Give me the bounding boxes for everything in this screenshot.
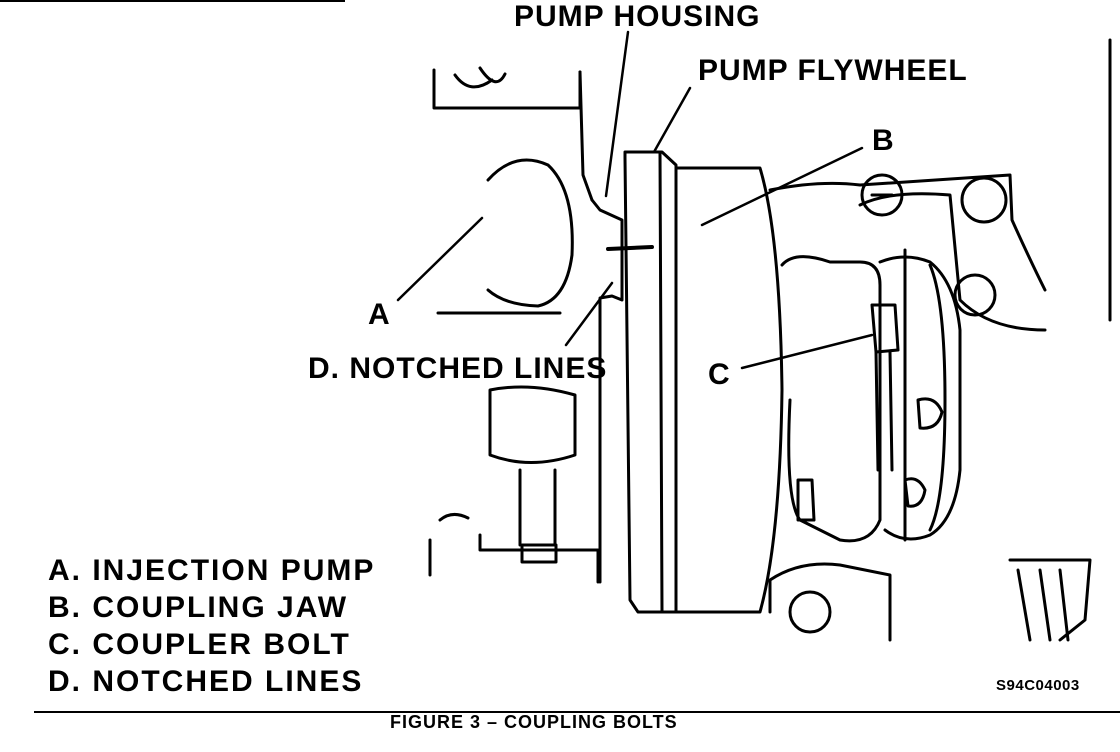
- leader-pump-flywheel: [652, 86, 692, 154]
- lower-block: [768, 558, 1092, 642]
- lower-block-hatch: [1016, 568, 1070, 642]
- flywheel-outer: [623, 150, 678, 614]
- bracket-bolt-1: [860, 173, 904, 217]
- injection-pump-lower: [488, 385, 577, 464]
- coupler-bolt-head: [870, 303, 900, 354]
- upper-housing-curl: [453, 66, 507, 89]
- top-rule: [0, 0, 345, 2]
- leader-d: [564, 281, 614, 347]
- pump-housing-flange: [590, 198, 624, 584]
- leader-b: [700, 146, 864, 227]
- engine-bracket: [768, 173, 1047, 332]
- label-c: C: [708, 358, 731, 391]
- label-pump-flywheel: PUMP FLYWHEEL: [698, 54, 968, 87]
- coupler-bolt-shank: [874, 350, 894, 472]
- coupling-jaw: [878, 255, 962, 541]
- figure-caption: FIGURE 3 – COUPLING BOLTS: [390, 712, 678, 732]
- injection-pump-neck: [518, 468, 557, 547]
- lower-block-bolt: [788, 590, 832, 634]
- label-pump-housing: PUMP HOUSING: [514, 0, 761, 33]
- bracket-bolt-2: [960, 176, 1008, 224]
- coupling-plate: [903, 248, 947, 542]
- legend-item-d: D. NOTCHED LINES: [48, 665, 364, 698]
- lower-bolt: [796, 478, 816, 522]
- pump-base: [428, 513, 600, 584]
- caption-rule: [34, 711, 1120, 713]
- coupling-hub: [780, 255, 882, 543]
- label-d-notched-lines: D. NOTCHED LINES: [308, 352, 608, 385]
- housing-edge: [578, 70, 594, 202]
- figure-code: S94C04003: [996, 677, 1080, 694]
- lower-nut: [903, 477, 927, 508]
- legend: A. INJECTION PUMP B. COUPLING JAW C. COU…: [48, 552, 375, 700]
- leader-pump-housing: [604, 30, 630, 198]
- pump-stud: [520, 543, 558, 564]
- leader-a: [396, 216, 484, 302]
- notched-line-housing: [606, 245, 654, 251]
- flywheel-face: [674, 166, 784, 614]
- legend-item-b: B. COUPLING JAW: [48, 591, 349, 624]
- leader-c: [740, 333, 874, 370]
- injection-pump-body: [486, 158, 574, 308]
- legend-item-c: C. COUPLER BOLT: [48, 628, 351, 661]
- bracket-bolt-3: [953, 273, 997, 317]
- mid-nut: [916, 397, 944, 430]
- flywheel-rim: [658, 150, 664, 614]
- label-a: A: [368, 298, 391, 331]
- legend-item-a: A. INJECTION PUMP: [48, 554, 376, 587]
- label-b: B: [872, 124, 895, 157]
